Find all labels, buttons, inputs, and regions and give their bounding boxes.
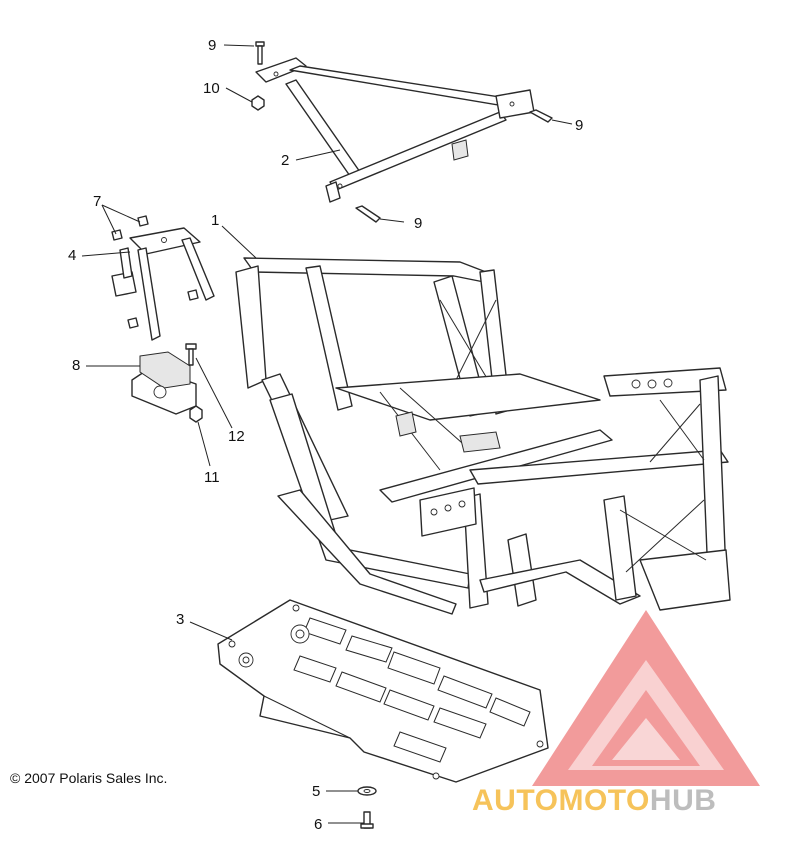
callout-9-lower: 9 [414,215,422,232]
callout-6: 6 [314,816,322,833]
part-2-rear-brace [255,57,535,203]
part-4-bracket [111,227,215,341]
nut-10 [251,95,265,111]
callout-12: 12 [228,428,245,445]
callout-11: 11 [204,469,220,486]
watermark-part-b: HUB [649,784,717,817]
watermark-part-a: AUTOMOTO [472,784,650,817]
bolt-6 [360,811,374,829]
automotohub-logo [532,610,760,786]
screw-7-b [111,229,123,241]
callout-9-right: 9 [575,117,583,134]
callout-3: 3 [176,611,184,628]
screw-misc-a [187,289,199,301]
screw-7-a [137,215,149,227]
copyright-notice: © 2007 Polaris Sales Inc. [10,770,168,786]
bolt-9-lower [355,205,381,223]
callout-labels: 9 10 9 2 9 7 1 4 8 12 11 3 5 6 [68,37,583,833]
part-8-mount-block [131,351,197,415]
automotohub-watermark: AUTOMOTOHUB [472,784,716,818]
washer-5 [357,786,377,796]
bolt-9-right [529,109,553,123]
part-1-main-frame [235,257,731,615]
bolt-12 [185,343,197,366]
nut-11 [189,405,203,423]
callout-4: 4 [68,247,76,264]
bolt-9-top [255,41,265,65]
callout-7: 7 [93,193,101,210]
part-3-skid-plate [217,599,549,783]
callout-1: 1 [211,212,219,229]
callout-9-top: 9 [208,37,216,54]
leader-lines [81,44,573,824]
screw-misc-b [127,317,139,329]
callout-5: 5 [312,783,320,800]
callout-10: 10 [203,80,220,97]
callout-2: 2 [281,152,289,169]
callout-8: 8 [72,357,80,374]
